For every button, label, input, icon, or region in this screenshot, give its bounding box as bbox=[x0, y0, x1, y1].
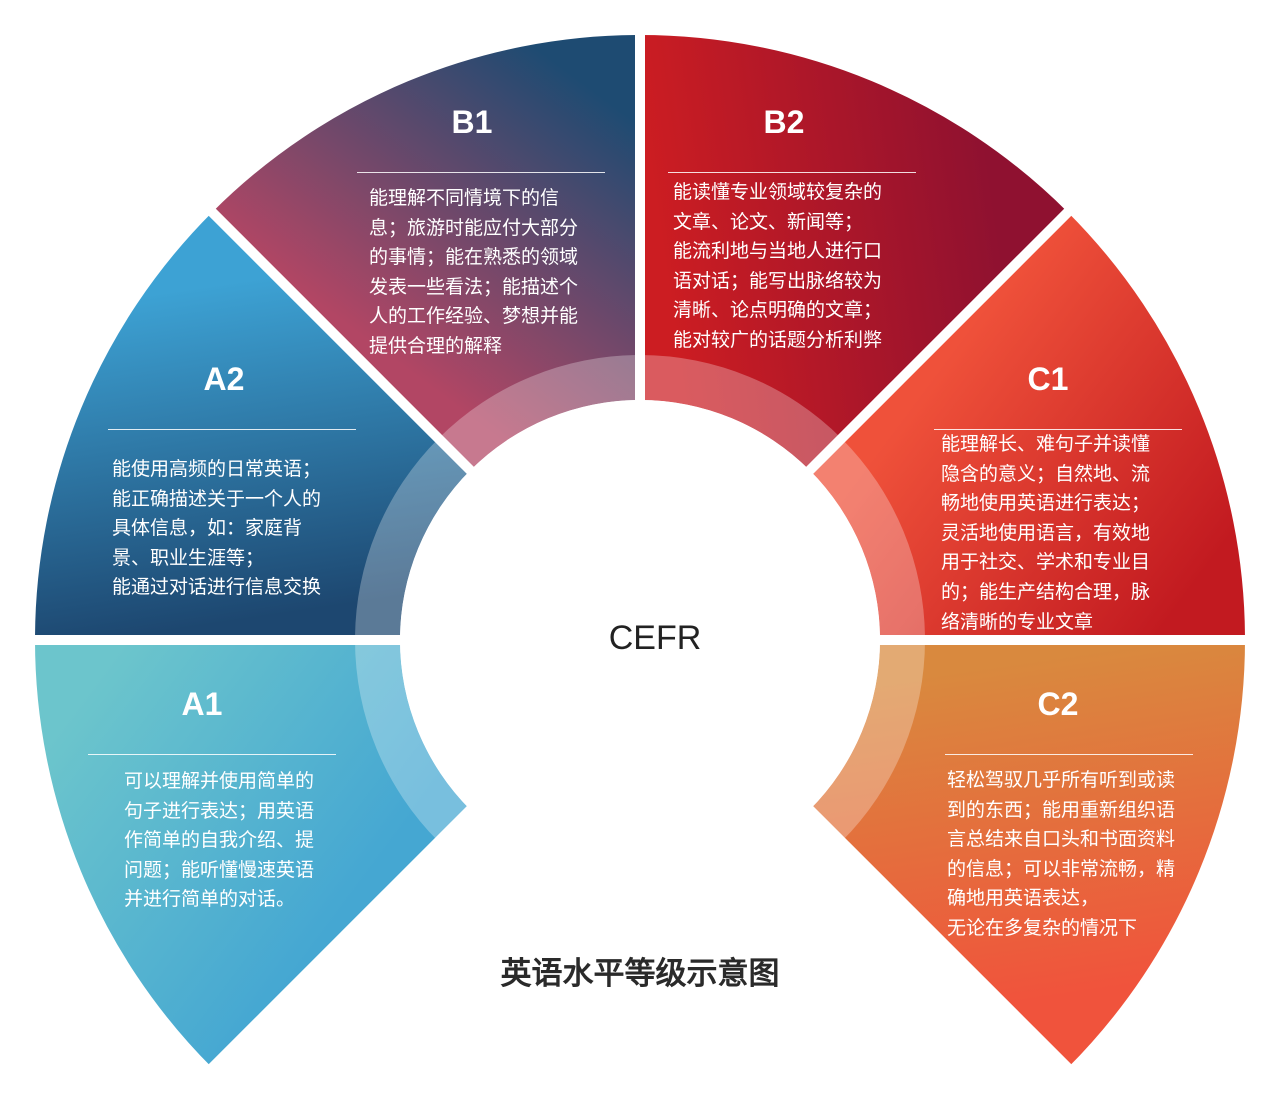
segment-title-c2: C2 bbox=[1037, 686, 1079, 722]
inner-ring-a1 bbox=[355, 640, 471, 842]
sector-separator-0 bbox=[803, 803, 1077, 1077]
inner-ring-b1 bbox=[438, 355, 640, 471]
center-disc bbox=[400, 400, 880, 880]
segment-title-b1: B1 bbox=[451, 104, 493, 140]
sector-c2 bbox=[809, 640, 1245, 1068]
sector-separator-4 bbox=[203, 203, 477, 477]
segment-divider-a1 bbox=[88, 754, 336, 755]
segment-description-c1: 能理解长、难句子并读懂 隐含的意义；自然地、流 畅地使用英语进行表达； 灵活地使… bbox=[941, 433, 1151, 633]
segment-description-c2: 轻松驾驭几乎所有听到或读 到的东西；能用重新组织语 言总结来自口头和书面资料 的… bbox=[947, 769, 1176, 939]
sector-a1 bbox=[35, 640, 471, 1068]
sector-c1 bbox=[809, 212, 1245, 641]
sector-group bbox=[35, 35, 1245, 1068]
segment-description-b1: 能理解不同情境下的信 息；旅游时能应付大部分 的事情；能在熟悉的领域 发表一些看… bbox=[369, 187, 579, 357]
sector-separator-2 bbox=[803, 203, 1077, 477]
segment-title-c1: C1 bbox=[1027, 361, 1069, 397]
segment-description-a1: 可以理解并使用简单的 句子进行表达；用英语 作简单的自我介绍、提 问题；能听懂慢… bbox=[124, 770, 315, 911]
inner-ring-c1 bbox=[809, 438, 925, 640]
segment-title-a2: A2 bbox=[203, 361, 245, 397]
segment-divider-c1 bbox=[934, 429, 1182, 430]
segment-title-a1: A1 bbox=[181, 686, 223, 722]
center-label: CEFR bbox=[608, 619, 702, 657]
inner-ring-c2 bbox=[809, 640, 925, 842]
sector-a2 bbox=[35, 212, 471, 641]
segment-description-a2: 能使用高频的日常英语； 能正确描述关于一个人的 具体信息，如：家庭背 景、职业生… bbox=[112, 458, 322, 599]
inner-ring-group bbox=[355, 355, 925, 842]
diagram-caption: 英语水平等级示意图 bbox=[500, 956, 780, 992]
segment-divider-b1 bbox=[357, 172, 605, 173]
sector-separator-6 bbox=[203, 803, 477, 1077]
separator-group bbox=[27, 27, 1253, 1077]
inner-ring-a2 bbox=[355, 438, 471, 640]
sector-b1 bbox=[212, 35, 641, 471]
segment-divider-b2 bbox=[668, 172, 916, 173]
segment-divider-c2 bbox=[945, 754, 1193, 755]
segment-divider-a2 bbox=[108, 429, 356, 430]
sector-b2 bbox=[640, 35, 1068, 471]
segment-description-b2: 能读懂专业领域较复杂的 文章、论文、新闻等； 能流利地与当地人进行口 语对话；能… bbox=[673, 181, 883, 351]
inner-ring-b2 bbox=[640, 355, 842, 471]
segment-title-b2: B2 bbox=[763, 104, 805, 140]
